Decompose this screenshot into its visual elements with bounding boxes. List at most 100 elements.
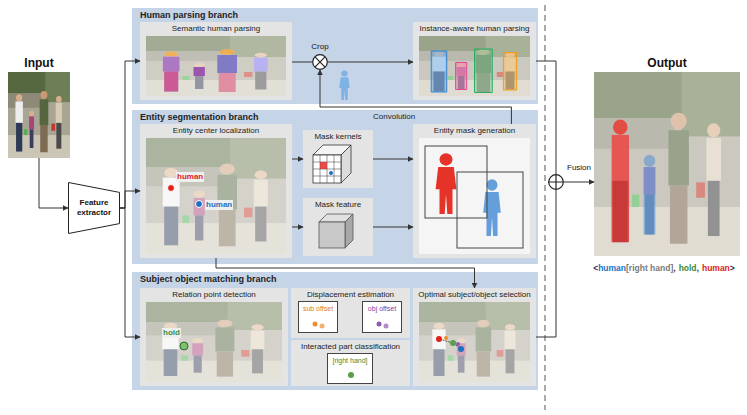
illustration-part: [419, 138, 530, 254]
operator-cross: [315, 57, 325, 67]
offset-label: obj offset: [363, 302, 401, 313]
input-photo: [8, 72, 70, 158]
parsing-picture: [146, 36, 286, 96]
connector: [39, 158, 68, 208]
stage-title: Instance-aware human parsing: [413, 22, 536, 34]
illustration-part: [146, 138, 286, 254]
illustration-part: [457, 172, 523, 248]
illustration-part: [419, 36, 530, 96]
stage-box: Optimal subject/object selection: [413, 288, 536, 386]
illustration-part: [544, 5, 546, 410]
illustration-part: [419, 302, 530, 382]
feature-cube: [317, 212, 361, 252]
connector: [120, 208, 140, 337]
stage-title: Mask kernels: [303, 130, 373, 142]
illustration-part: [313, 155, 341, 183]
stage-title: Displacement estimation: [291, 288, 410, 300]
offset-box: [right hand]: [327, 353, 373, 384]
illustration-part: [439, 339, 461, 349]
illustration-part: [456, 342, 460, 346]
operator-cross: [549, 175, 563, 189]
stage-title: Interacted part classification: [291, 340, 410, 352]
illustration-part: [384, 324, 389, 329]
extractor-trapezoid: Feature extractor: [68, 182, 120, 234]
offset-box: obj offset: [362, 301, 402, 333]
illustration-part: [503, 53, 516, 91]
illustration-part: [168, 185, 175, 192]
multiply-symbol: [312, 54, 328, 70]
offset-label: [right hand]: [328, 354, 372, 365]
illustration-part: [194, 67, 205, 76]
heading-label: Output: [554, 56, 747, 70]
illustration-part: [341, 145, 351, 183]
illustration-part: [219, 73, 236, 92]
sum-symbol: [548, 174, 564, 190]
illustration-part: [217, 55, 237, 73]
connector: [216, 258, 475, 288]
operation-label: Convolution: [373, 112, 415, 122]
offset-box: sub offset: [298, 301, 338, 333]
branch-title: Subject object matching branch: [132, 272, 538, 285]
stage-box: Relation point detectionhold: [140, 288, 288, 386]
illustration-part: [313, 322, 318, 327]
stage-title: Relation point detection: [140, 288, 288, 300]
heading-label: Input: [0, 56, 110, 70]
triplet-part: >: [730, 263, 735, 273]
illustration-part: [419, 302, 530, 382]
illustration-part: [612, 135, 630, 242]
connector: [536, 61, 556, 174]
connector: [320, 70, 511, 124]
offset-dots: [311, 318, 327, 330]
trapezoid-shape: [69, 183, 120, 234]
relation-picture: [146, 302, 282, 382]
illustration-part: [220, 49, 235, 55]
illustration-part: [180, 342, 188, 350]
stage-box: Mask feature: [303, 198, 373, 256]
illustration-part: [644, 167, 656, 234]
stage-box: Mask kernels: [303, 130, 373, 188]
illustration-part: [313, 155, 341, 183]
image-tag: human: [176, 172, 204, 182]
illustration-part: [644, 155, 656, 167]
illustration-part: [164, 72, 178, 92]
stage-box: Displacement estimation sub offset obj o…: [291, 288, 410, 338]
illustration-part: [146, 36, 286, 96]
connector: [292, 62, 312, 63]
connector: [292, 159, 303, 160]
branch-panel: Human parsing branch Semantic human pars…: [132, 8, 538, 104]
illustration-part: [254, 58, 268, 72]
illustration-part: [146, 302, 282, 382]
heading-label: Crop: [272, 42, 368, 52]
triplet-output: <human[right hand],hold,human>: [584, 262, 744, 274]
stage-box: Instance-aware human parsing: [413, 22, 536, 100]
illustration-part: [436, 336, 442, 342]
stage-title: Semantic human parsing: [140, 22, 292, 34]
illustration-part: [345, 214, 353, 248]
output-photo: [594, 72, 740, 256]
illustration-part: [320, 324, 325, 329]
connector: [120, 191, 140, 208]
illustration-part: [458, 346, 464, 352]
illustration-part: [436, 153, 457, 214]
illustration-part: [425, 146, 487, 218]
illustration-part: [431, 51, 447, 92]
image-box: Input: [8, 72, 70, 158]
image-tag: human: [205, 200, 233, 210]
center-picture: [146, 138, 286, 254]
branch-panel: Entity segmentation branch Entity center…: [132, 110, 538, 264]
operator-circle: [549, 175, 564, 190]
connector: [292, 227, 303, 228]
instance-parsing-picture: [419, 36, 530, 96]
stage-box: Interacted part classification [right ha…: [291, 340, 410, 386]
illustration-part: [594, 72, 740, 256]
stage-title: Mask feature: [303, 198, 373, 210]
triplet-part: ,: [673, 263, 675, 273]
connector: [373, 227, 413, 228]
offset-dots: [375, 318, 391, 330]
illustration-part: [475, 49, 493, 93]
selection-picture: [419, 302, 530, 382]
illustration-part: [164, 52, 178, 57]
illustration-part: [319, 222, 345, 248]
mask-picture: [419, 138, 530, 254]
fusion-operator: Fusion: [548, 174, 564, 190]
